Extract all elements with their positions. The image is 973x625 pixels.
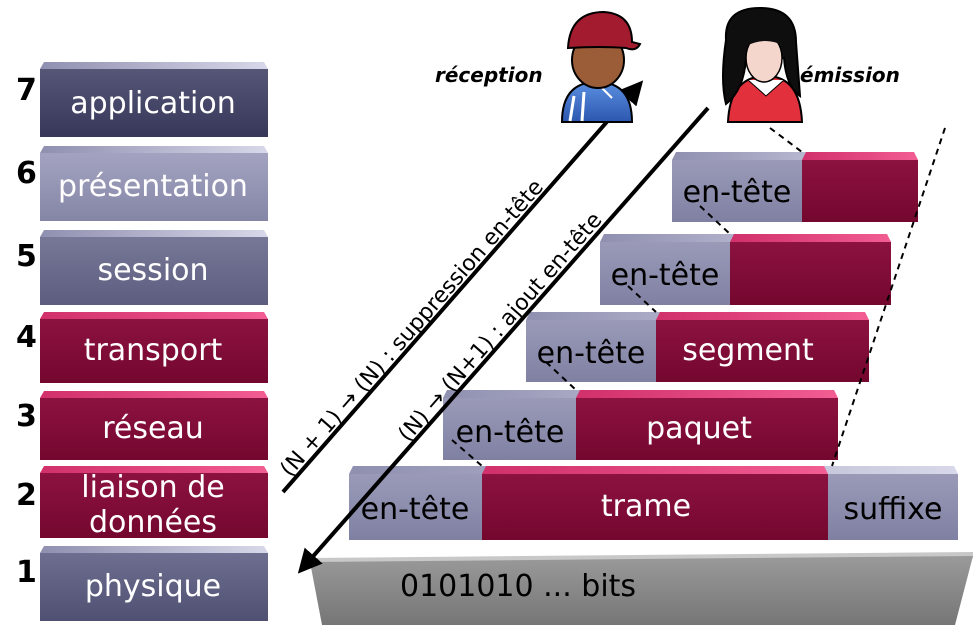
- encapsulation-guides: [451, 127, 946, 467]
- bits-band: 0101010 ... bits: [306, 552, 973, 625]
- layer-7-name: application: [70, 86, 235, 121]
- layer-4-name: transport: [84, 333, 223, 368]
- layer-7-number: 7: [16, 73, 37, 108]
- layer-5-name: session: [97, 253, 208, 288]
- frame-label: trame: [601, 489, 691, 524]
- layer-5-number: 5: [16, 239, 37, 274]
- layer-6-name: présentation: [58, 169, 248, 204]
- layer-3-number: 3: [16, 399, 37, 434]
- packet-header-label: en-tête: [456, 415, 565, 450]
- layer-1: 1 physique: [16, 546, 268, 621]
- layer-2-name-line1: liaison de: [81, 470, 224, 505]
- layer-1-name: physique: [85, 569, 221, 604]
- segment-label: segment: [682, 333, 814, 368]
- layer-3: 3 réseau: [16, 391, 268, 460]
- packet-row: en-tête paquet: [443, 390, 838, 460]
- packet-label: paquet: [646, 411, 752, 446]
- frame-header-label: en-tête: [361, 492, 470, 527]
- session-header-label: en-tête: [611, 258, 720, 293]
- presentation-header-label: en-tête: [683, 175, 792, 210]
- layer-5: 5 session: [16, 230, 268, 305]
- session-data-row: en-tête: [600, 234, 891, 305]
- layer-2-number: 2: [16, 478, 37, 513]
- bits-label: 0101010 ... bits: [400, 569, 636, 604]
- suffix-label: suffixe: [844, 492, 943, 527]
- layer-1-number: 1: [16, 555, 37, 590]
- receiver-icon: [560, 10, 642, 123]
- layer-2-name-line2: données: [89, 505, 217, 540]
- layer-4-number: 4: [16, 320, 37, 355]
- reception-label: réception: [435, 63, 543, 87]
- segment-header-label: en-tête: [537, 336, 646, 371]
- layer-3-name: réseau: [102, 411, 204, 446]
- sender-icon: [722, 6, 804, 123]
- layer-6-number: 6: [16, 156, 37, 191]
- layer-2: 2 liaison de données: [16, 466, 268, 540]
- layer-7: 7 application: [16, 62, 268, 137]
- frame-row: en-tête trame suffixe: [349, 466, 958, 540]
- layer-6: 6 présentation: [16, 146, 268, 221]
- presentation-data-row: en-tête: [672, 152, 918, 222]
- layer-stack: 7 application 6 présentation 5 session 4…: [16, 62, 268, 621]
- emission-label: émission: [800, 63, 900, 87]
- layer-4: 4 transport: [16, 312, 268, 383]
- segment-row: en-tête segment: [526, 312, 869, 382]
